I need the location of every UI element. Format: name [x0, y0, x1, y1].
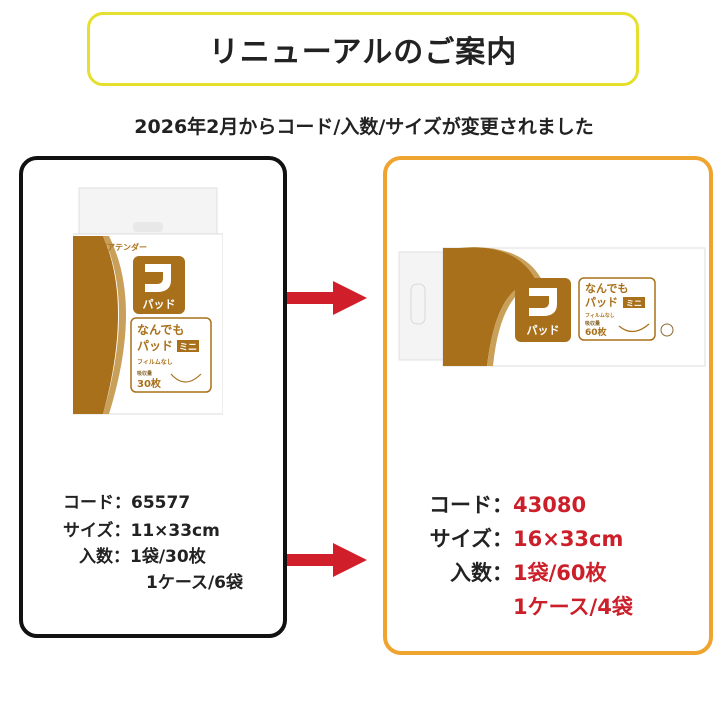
old-size-label: サイズ： [63, 521, 131, 541]
new-case-row: 1ケース/4袋 [425, 590, 633, 624]
old-package-name-tag: ミニ [179, 342, 197, 353]
new-code-value: 43080 [513, 493, 587, 517]
old-package-capacity-note: 吸収量 [137, 370, 152, 377]
title-banner: リニューアルのご案内 [87, 12, 639, 86]
old-package-count: 30枚 [137, 377, 162, 390]
new-product-card: ネピアテンダー パッド なんでも パッド ミニ フィルムなし 吸収量 60枚 コ… [383, 156, 713, 655]
old-package-badge: パッド [143, 298, 176, 311]
new-product-package-image: ネピアテンダー パッド なんでも パッド ミニ フィルムなし 吸収量 60枚 [398, 247, 706, 367]
old-size-value: 11×33cm [130, 521, 220, 541]
old-product-card: ネピアテンダー パッド なんでも パッド ミニ フィルムなし 吸収量 30枚 コ… [19, 156, 287, 638]
old-qty-value: 1袋/30枚 [130, 547, 206, 567]
old-case-value: 1ケース/6袋 [146, 573, 244, 593]
old-package-name-line1: なんでも [137, 323, 184, 337]
old-code-value: 65577 [131, 493, 191, 513]
old-code-label: コード： [63, 493, 131, 513]
new-size-label: サイズ： [429, 527, 513, 551]
new-package-name-line1: なんでも [585, 282, 628, 295]
right-arrow-icon [287, 543, 367, 577]
new-code-row: コード：43080 [425, 488, 633, 522]
new-package-badge: パッド [527, 324, 560, 337]
right-arrow-icon [287, 281, 367, 315]
new-package-film: フィルムなし [585, 312, 615, 319]
page-subtitle: 2026年2月からコード/入数/サイズが変更されました [134, 116, 594, 138]
new-size-row: サイズ：16×33cm [425, 522, 633, 556]
old-case-row: 1ケース/6袋 [63, 570, 243, 596]
old-package-brand: ネピアテンダー [91, 242, 147, 252]
new-package-capacity-note: 吸収量 [585, 320, 600, 327]
new-package-name-tag: ミニ [626, 299, 642, 308]
old-package-name-line2: パッド [137, 339, 173, 353]
new-package-count: 60枚 [585, 326, 608, 338]
new-specs: コード：43080 サイズ：16×33cm 入数：1袋/60枚 1ケース/4袋 [425, 488, 633, 624]
new-package-name-line2: パッド [585, 296, 618, 309]
new-size-value: 16×33cm [513, 527, 624, 551]
new-qty-row: 入数：1袋/60枚 [425, 556, 633, 590]
page-title: リニューアルのご案内 [208, 35, 518, 70]
new-case-value: 1ケース/4袋 [513, 595, 633, 619]
old-size-row: サイズ：11×33cm [63, 518, 243, 544]
old-package-film: フィルムなし [137, 359, 173, 366]
old-product-package-image: ネピアテンダー パッド なんでも パッド ミニ フィルムなし 吸収量 30枚 [73, 187, 223, 415]
new-qty-label: 入数： [450, 561, 513, 585]
old-qty-label: 入数： [79, 547, 130, 567]
new-qty-value: 1袋/60枚 [513, 561, 607, 585]
old-specs: コード：65577 サイズ：11×33cm 入数：1袋/30枚 1ケース/6袋 [63, 490, 243, 596]
new-package-brand: ネピアテンダー [463, 259, 512, 268]
new-code-label: コード： [429, 493, 513, 517]
old-qty-row: 入数：1袋/30枚 [63, 544, 243, 570]
old-code-row: コード：65577 [63, 490, 243, 516]
